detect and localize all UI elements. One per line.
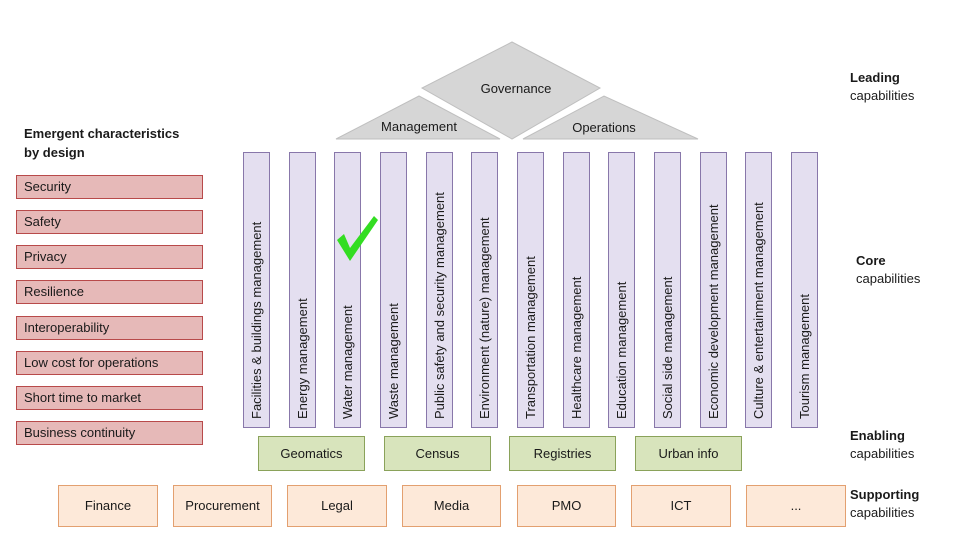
enabling-registries: Registries [509, 436, 616, 471]
core-column: Environment (nature) management [471, 152, 498, 428]
label-core-bold: Core [856, 253, 886, 268]
label-enabling: Enabling capabilities [850, 427, 914, 463]
operations-shape [522, 95, 699, 140]
governance-shape [420, 41, 602, 140]
label-supporting-text: capabilities [850, 505, 915, 520]
supporting-ict: ICT [631, 485, 731, 527]
governance-label: Governance [481, 81, 552, 96]
core-label: Waste management [385, 303, 401, 419]
supporting-finance: Finance [58, 485, 158, 527]
characteristic-resilience: Resilience [16, 280, 203, 304]
characteristic-interoperability: Interoperability [16, 316, 203, 340]
characteristic-privacy: Privacy [16, 245, 203, 269]
characteristic-business-continuity: Business continuity [16, 421, 203, 445]
core-label: Education management [613, 281, 629, 419]
management-label: Management [381, 119, 457, 134]
supporting-procurement: Procurement [173, 485, 272, 527]
core-label: Water management [339, 305, 355, 419]
label-enabling-bold: Enabling [850, 428, 905, 443]
core-label: Transportation management [522, 256, 538, 419]
characteristic-time-to-market: Short time to market [16, 386, 203, 410]
management-shape [335, 95, 501, 140]
core-column: Education management [608, 152, 635, 428]
core-column: Public safety and security management [426, 152, 453, 428]
enabling-geomatics: Geomatics [258, 436, 365, 471]
supporting-media: Media [402, 485, 501, 527]
supporting-legal: Legal [287, 485, 387, 527]
label-leading: Leading capabilities [850, 69, 914, 105]
core-label: Facilities & buildings management [248, 221, 264, 419]
supporting-pmo: PMO [517, 485, 616, 527]
core-label: Tourism management [796, 294, 812, 419]
core-column: Energy management [289, 152, 316, 428]
core-label: Culture & entertainment management [750, 202, 766, 419]
characteristic-low-cost: Low cost for operations [16, 351, 203, 375]
label-supporting: Supporting capabilities [850, 486, 919, 522]
supporting-more: ... [746, 485, 846, 527]
core-column: Waste management [380, 152, 407, 428]
enabling-urban-info: Urban info [635, 436, 742, 471]
label-supporting-bold: Supporting [850, 487, 920, 502]
emergent-title-line1: Emergent characteristics [24, 126, 180, 141]
core-label: Economic development management [705, 204, 721, 419]
emergent-title: Emergent characteristics by design [24, 124, 224, 162]
core-column: Economic development management [700, 152, 727, 428]
label-enabling-text: capabilities [850, 446, 915, 461]
core-column: Transportation management [517, 152, 544, 428]
label-core-text: capabilities [856, 271, 921, 286]
core-column: Social side management [654, 152, 681, 428]
core-label: Energy management [294, 298, 310, 419]
core-column: Facilities & buildings management [243, 152, 270, 428]
operations-label: Operations [572, 120, 636, 135]
enabling-census: Census [384, 436, 491, 471]
core-column: Tourism management [791, 152, 818, 428]
core-label: Public safety and security management [431, 192, 447, 419]
core-label: Healthcare management [568, 276, 584, 419]
characteristic-safety: Safety [16, 210, 203, 234]
characteristic-security: Security [16, 175, 203, 199]
core-column: Healthcare management [563, 152, 590, 428]
label-leading-text: capabilities [850, 88, 915, 103]
core-column: Water management [334, 152, 361, 428]
core-label: Environment (nature) management [476, 217, 492, 419]
label-leading-bold: Leading [850, 70, 900, 85]
label-core: Core capabilities [856, 252, 920, 288]
core-column: Culture & entertainment management [745, 152, 772, 428]
emergent-title-line2: by design [24, 145, 85, 160]
core-label: Social side management [659, 276, 675, 419]
